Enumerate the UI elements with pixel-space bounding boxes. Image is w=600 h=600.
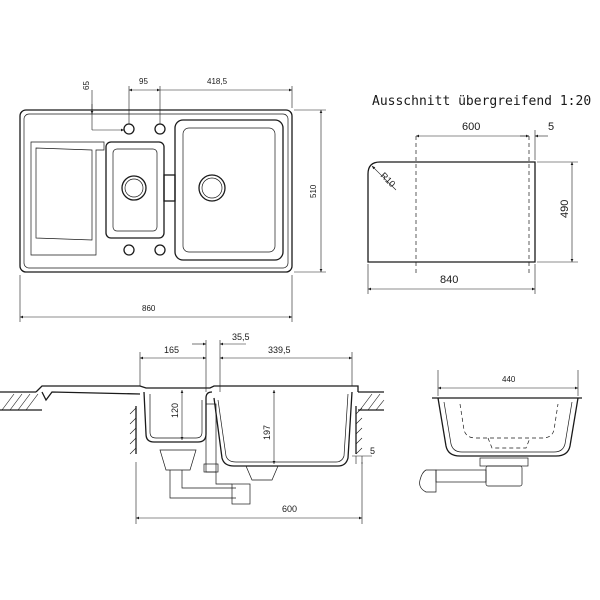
tap-hole bbox=[123, 123, 135, 135]
dim-65-label: 65 bbox=[82, 81, 91, 90]
tap-hole bbox=[154, 123, 166, 135]
side-view-trap bbox=[485, 465, 523, 487]
cutout-view: 600 5 R10 490 840 bbox=[367, 121, 578, 294]
cutout-outline bbox=[367, 161, 536, 263]
dim-860-label: 860 bbox=[142, 304, 156, 313]
drain-pipe bbox=[169, 470, 236, 499]
side-view-bowl bbox=[437, 397, 579, 457]
cutout-dim-5-label: 5 bbox=[548, 121, 554, 133]
side-view-hidden-bowl bbox=[459, 403, 559, 439]
section-view: 165 35,5 339,5 120 197 5 600 bbox=[0, 332, 385, 524]
side-view-hidden-drain bbox=[487, 437, 531, 449]
drainer-section bbox=[41, 391, 141, 402]
cutout-dim-840-label: 840 bbox=[440, 274, 458, 286]
tap-hole bbox=[123, 244, 135, 256]
section-dim-165-label: 165 bbox=[164, 345, 179, 355]
overflow-slot bbox=[163, 174, 176, 202]
side-view-dim-440-label: 440 bbox=[502, 375, 516, 384]
small-bowl-section bbox=[143, 391, 213, 443]
small-bowl bbox=[105, 141, 165, 239]
side-view-bowl-inner bbox=[443, 401, 573, 453]
dim-418-5-label: 418,5 bbox=[207, 77, 228, 86]
large-bowl-section bbox=[213, 391, 353, 467]
drainer-board bbox=[30, 141, 105, 256]
overflow-link bbox=[215, 472, 232, 485]
trap-large bbox=[245, 465, 279, 481]
overflow-pipe bbox=[205, 403, 217, 473]
dim-510-label: 510 bbox=[309, 184, 318, 198]
countertop-hatch-left bbox=[1, 393, 39, 411]
sink-rim-inner bbox=[23, 113, 289, 269]
small-bowl-section-inner bbox=[149, 394, 203, 439]
section-dim-339-5-label: 339,5 bbox=[268, 345, 291, 355]
side-view: 440 bbox=[419, 370, 582, 493]
cutout-dim-490-label: 490 bbox=[559, 200, 571, 218]
tap-hole bbox=[154, 244, 166, 256]
drawing-title: Ausschnitt übergreifend 1:20 bbox=[372, 94, 591, 109]
trap-small bbox=[159, 449, 197, 471]
small-bowl-drain bbox=[121, 175, 147, 201]
large-bowl-drain bbox=[198, 174, 226, 202]
small-bowl-drain-inner bbox=[124, 178, 144, 198]
large-bowl-section-inner bbox=[217, 393, 349, 463]
drain-pipe-inner bbox=[181, 470, 236, 489]
top-view: 65 95 418,5 510 860 bbox=[19, 77, 326, 322]
large-bowl-drain-inner bbox=[201, 177, 223, 199]
side-view-elbow bbox=[419, 469, 437, 493]
sink-section-top bbox=[35, 385, 359, 393]
countertop-hatch-right bbox=[359, 393, 385, 411]
section-dim-120-label: 120 bbox=[170, 403, 180, 418]
overflow-connector bbox=[203, 463, 219, 473]
countertop-left bbox=[0, 391, 42, 411]
section-dim-197-label: 197 bbox=[262, 425, 272, 440]
side-view-drain-flange bbox=[479, 457, 529, 467]
small-bowl-inner bbox=[112, 148, 158, 232]
dim-95-label: 95 bbox=[139, 77, 148, 86]
sink-outline bbox=[19, 109, 293, 273]
cutout-dim-600-label: 600 bbox=[462, 121, 480, 133]
trap-body bbox=[231, 483, 251, 505]
large-bowl-inner bbox=[182, 127, 276, 253]
section-dim-5-label: 5 bbox=[370, 446, 375, 456]
side-view-outlet-pipe bbox=[435, 469, 487, 483]
countertop-right bbox=[358, 391, 384, 411]
large-bowl bbox=[174, 119, 284, 261]
cutout-radius-label: R10 bbox=[379, 170, 398, 189]
drainer-grooves bbox=[35, 147, 93, 241]
section-dim-600-label: 600 bbox=[282, 504, 297, 514]
section-dim-35-5-label: 35,5 bbox=[232, 332, 250, 342]
